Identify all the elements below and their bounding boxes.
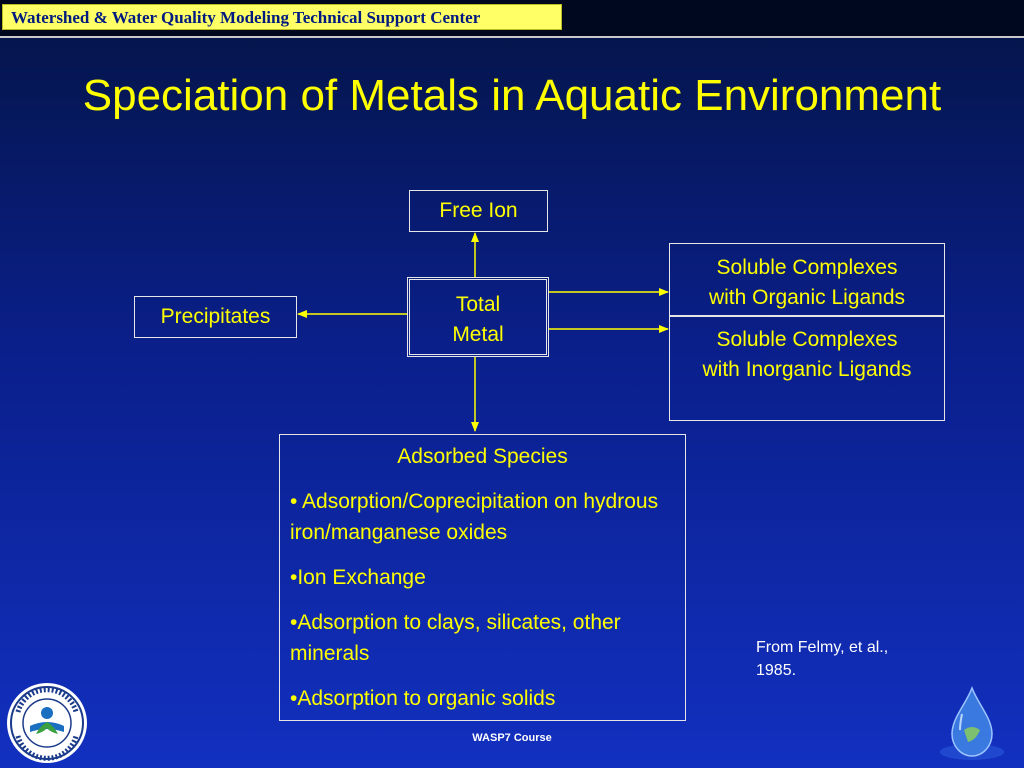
inorganic-line2: with Inorganic Ligands — [702, 358, 912, 381]
box-total-metal: Total Metal — [407, 277, 549, 357]
citation-line2: 1985. — [756, 662, 797, 679]
box-precipitates: Precipitates — [134, 296, 297, 338]
total-metal-line2: Metal — [452, 323, 504, 346]
epa-seal-icon — [7, 683, 87, 763]
box-inorganic-complexes: Soluble Complexes with Inorganic Ligands — [669, 316, 945, 421]
citation-line1: From Felmy, et al., — [756, 639, 889, 656]
organic-line2: with Organic Ligands — [708, 286, 906, 309]
footer-text: WASP7 Course — [472, 732, 552, 744]
header-bar: Watershed & Water Quality Modeling Techn… — [0, 0, 1024, 36]
adsorbed-item: •Adsorption to organic solids — [290, 687, 556, 710]
adsorbed-item: • Adsorption/Coprecipitation on hydrous … — [290, 490, 659, 544]
organic-line1: Soluble Complexes — [716, 256, 898, 279]
total-metal-line1: Total — [455, 293, 501, 316]
box-adsorbed-species: Adsorbed Species • Adsorption/Coprecipit… — [279, 434, 686, 721]
slide-title: Speciation of Metals in Aquatic Environm… — [82, 71, 942, 120]
box-organic-complexes: Soluble Complexes with Organic Ligands — [669, 243, 945, 316]
adsorbed-title: Adsorbed Species — [397, 445, 568, 468]
header-rule — [0, 36, 1024, 38]
inorganic-line1: Soluble Complexes — [716, 328, 898, 351]
adsorbed-item: •Adsorption to clays, silicates, other m… — [290, 611, 621, 665]
header-label: Watershed & Water Quality Modeling Techn… — [2, 4, 562, 30]
citation: From Felmy, et al., 1985. — [756, 636, 976, 682]
water-drop-icon — [940, 685, 1004, 760]
box-free-ion: Free Ion — [409, 190, 548, 232]
adsorbed-item: •Ion Exchange — [290, 566, 426, 589]
